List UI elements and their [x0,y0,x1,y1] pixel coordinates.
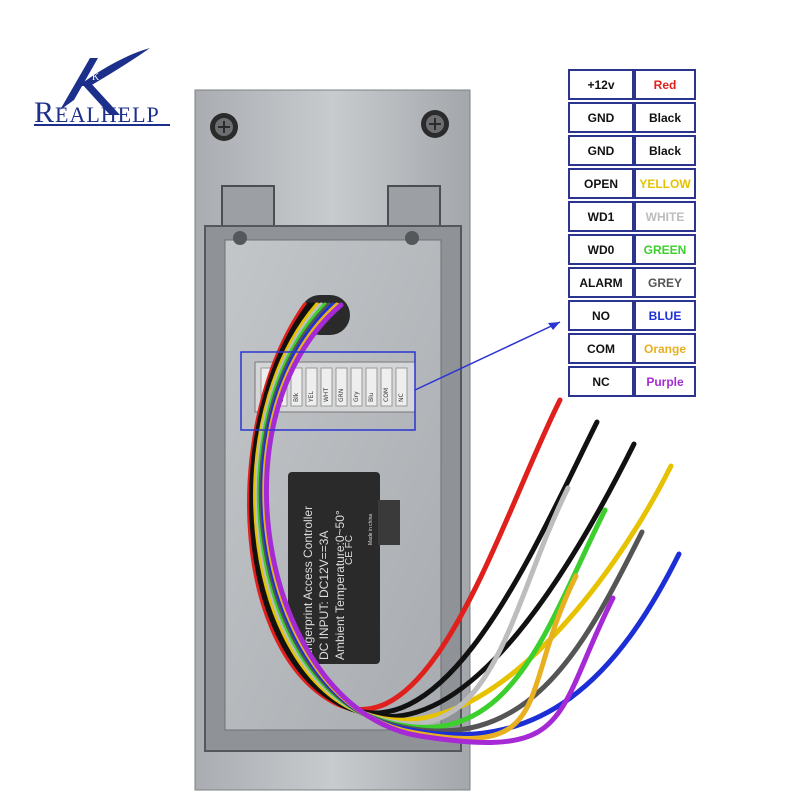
terminal-slot [320,367,333,407]
frame-hole [405,231,419,245]
wire-color-name: GREEN [634,234,696,265]
hinge-left [221,185,275,227]
wire-signal: NO [568,300,634,331]
label-cert: CE FC [344,535,355,565]
logo-letter: K [92,72,100,83]
wire-signal: WD0 [568,234,634,265]
frame-hole [233,231,247,245]
label-line-1: Fingerprint Access Controller [301,506,315,660]
wire-signal: OPEN [568,168,634,199]
terminal-slot [305,367,318,407]
callout-box [240,351,416,431]
connector-port [378,500,400,545]
label-line-2: DC INPUT: DC12V==3A [317,531,331,660]
wire-color-name: Black [634,135,696,166]
arrow-head-icon [548,322,560,330]
brand-underline [34,124,170,126]
label-line-3: Ambient Temperature:0~50° [333,510,347,660]
wire-color-name: BLUE [634,300,696,331]
terminal-label: Blu [368,392,375,402]
wire [263,302,616,745]
brand-logo-mark: K [60,48,150,115]
screw-icon [210,113,238,141]
terminal-slot [365,367,378,407]
terminal-label: WHT [323,388,330,402]
wire-signal: WD1 [568,201,634,232]
wire-signal: COM [568,333,634,364]
wire-signal: NC [568,366,634,397]
terminal-slot [380,367,393,407]
wire-color-name: Red [634,69,696,100]
brand-name-rest: EALHELP [55,102,160,127]
hinge-right [387,185,441,227]
terminal-label: YEL [308,391,315,403]
wire-color-name: Purple [634,366,696,397]
terminal-label: Gry [353,391,360,402]
terminal-slot [335,367,348,407]
brand-name: REALHELP [34,96,160,130]
wire-color-name: Orange [634,333,696,364]
terminal-label: COM [383,388,390,402]
product-label [288,472,380,664]
terminal-label: NC [398,393,405,402]
terminal-label: GRN [338,389,345,402]
wire-signal: ALARM [568,267,634,298]
terminal-slot [395,367,408,407]
terminal-slot [350,367,363,407]
wire-signal: GND [568,102,634,133]
wire-color-name: YELLOW [634,168,696,199]
wire-signal: GND [568,135,634,166]
screw-icon [421,110,449,138]
label-made-in: Made in china [368,514,374,545]
terminal-label: Blk [293,392,300,402]
wire-signal: +12v [568,69,634,100]
terminal-slot [290,367,303,407]
wire-bundle [247,302,682,745]
wire-color-name: Black [634,102,696,133]
wire-color-name: WHITE [634,201,696,232]
brand-name-initial: R [34,96,56,129]
callout-pointer [414,321,561,391]
wire-color-name: GREY [634,267,696,298]
